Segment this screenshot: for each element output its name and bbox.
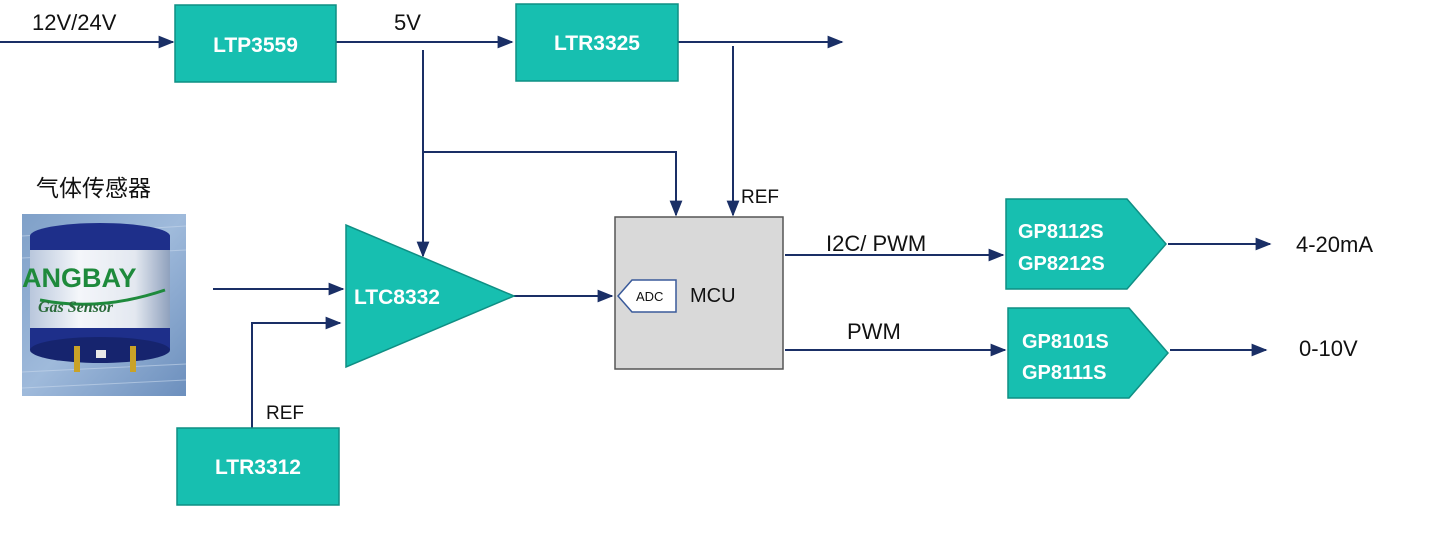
gas-sensor-title: 气体传感器 — [36, 175, 151, 201]
driver-gp8112s-gp8212s: GP8112S GP8212S — [1005, 198, 1167, 290]
driver-gp8101s-gp8111s: GP8101S GP8111S — [1007, 307, 1169, 399]
ltr3312-ref-label: REF — [266, 403, 304, 424]
pwm-bus-label: PWM — [847, 319, 901, 344]
adc-port — [617, 279, 677, 313]
driver1-line2: GP8212S — [1018, 253, 1105, 275]
driver2-line1: GP8101S — [1022, 331, 1109, 353]
sensor-caption: Gas Sensor — [38, 299, 114, 316]
ltp3559-block: LTP3559 — [174, 4, 337, 83]
mcu-block: ADC MCU — [614, 216, 784, 370]
rail-5v-label: 5V — [394, 10, 421, 35]
ltc8332-label: LTC8332 — [354, 286, 440, 309]
mcu-label: MCU — [690, 285, 736, 307]
ltp3559-label: LTP3559 — [213, 34, 298, 57]
ltc8332-amplifier: LTC8332 — [345, 223, 516, 369]
sensor-brand: ANGBAY — [22, 263, 137, 293]
wire-5v-to-mcu — [423, 151, 683, 217]
wires — [0, 35, 1272, 428]
ltr3312-block: LTR3312 — [176, 427, 340, 506]
supply-voltage-label: 12V/24V — [32, 10, 117, 35]
mcu-ref-label: REF — [741, 187, 779, 208]
wire-ltr3312-ref — [251, 316, 342, 428]
adc-label: ADC — [636, 289, 663, 304]
driver2-line2: GP8111S — [1022, 362, 1107, 384]
driver1-line1: GP8112S — [1018, 221, 1104, 243]
ltr3325-label: LTR3325 — [554, 32, 640, 55]
gas-sensor-photo: ANGBAY Gas Sensor — [21, 214, 187, 396]
ltr3325-block: LTR3325 — [515, 3, 679, 82]
output-current-label: 4-20mA — [1296, 232, 1373, 257]
i2c-pwm-bus-label: I2C/ PWM — [826, 231, 926, 256]
ltr3312-label: LTR3312 — [215, 456, 301, 479]
output-voltage-label: 0-10V — [1299, 336, 1358, 361]
